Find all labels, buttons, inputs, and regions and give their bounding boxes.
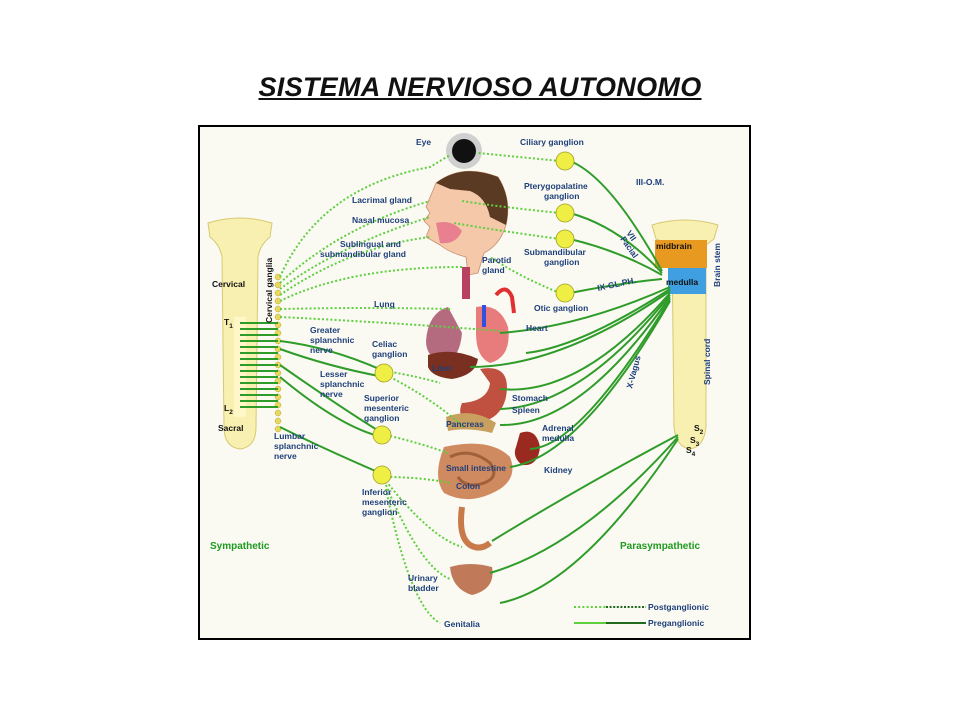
diagram-frame: Cervical T1 L2 Sacral Cervical ganglia m…	[198, 125, 751, 640]
label-sacral: Sacral	[218, 423, 244, 433]
label-lumbar-1: Lumbar	[274, 431, 306, 441]
label-heart: Heart	[526, 323, 548, 333]
celiac-ganglion	[374, 363, 394, 383]
label-urinary-1: Urinary	[408, 573, 438, 583]
label-infmes-1: Inferior	[362, 487, 392, 497]
label-stomach: Stomach	[512, 393, 548, 403]
label-greater-3: nerve	[310, 345, 333, 355]
label-kidney: Kidney	[544, 465, 573, 475]
nervous-system-diagram: Cervical T1 L2 Sacral Cervical ganglia m…	[207, 133, 722, 629]
label-s3: S3	[690, 435, 700, 448]
label-eye: Eye	[416, 137, 431, 147]
submandibular-ganglion-node	[555, 229, 575, 249]
otic-ganglion-node	[555, 283, 575, 303]
label-medulla: medulla	[666, 277, 698, 287]
label-ciliary-ganglion: Ciliary ganglion	[520, 137, 584, 147]
legend-postganglionic: Postganglionic	[648, 602, 709, 612]
label-greater-2: splanchnic	[310, 335, 355, 345]
slide-title: SISTEMA NERVIOSO AUTONOMO	[258, 72, 702, 102]
label-supmes-1: Superior	[364, 393, 400, 403]
label-celiac-1: Celiac	[372, 339, 397, 349]
label-pterygo-2: ganglion	[544, 191, 579, 201]
label-liver: Liver	[432, 363, 453, 373]
liver-stomach-illustration	[428, 351, 540, 466]
label-lesser-3: nerve	[320, 389, 343, 399]
label-brain-stem: Brain stem	[712, 243, 722, 287]
label-spleen: Spleen	[512, 405, 540, 415]
label-spinal-cord: Spinal cord	[702, 339, 712, 385]
label-cervical: Cervical	[212, 279, 245, 289]
eye-illustration	[446, 133, 482, 169]
lungs-heart-illustration	[426, 267, 516, 363]
head-illustration	[423, 170, 509, 276]
ciliary-ganglion-node	[555, 151, 575, 171]
inferior-mesenteric-ganglion	[372, 465, 392, 485]
label-small-intestine: Small intestine	[446, 463, 506, 473]
legend: Postganglionic Preganglionic	[574, 602, 709, 628]
sympathetic-chain	[274, 273, 282, 433]
label-celiac-2: ganglion	[372, 349, 407, 359]
label-cervical-ganglia: Cervical ganglia	[264, 258, 274, 323]
label-om: III-O.M.	[636, 177, 664, 187]
label-parotid-2: gland	[482, 265, 505, 275]
label-submand-2: ganglion	[544, 257, 579, 267]
pterygopalatine-ganglion-node	[555, 203, 575, 223]
label-adrenal-2: medulla	[542, 433, 574, 443]
label-adrenal-1: Adrenal	[542, 423, 574, 433]
label-s2: S2	[694, 423, 704, 436]
label-lumbar-2: splanchnic	[274, 441, 319, 451]
label-urinary-2: bladder	[408, 583, 439, 593]
superior-mesenteric-ganglion	[372, 425, 392, 445]
label-pancreas: Pancreas	[446, 419, 484, 429]
label-parasympathetic: Parasympathetic	[620, 541, 700, 552]
label-lumbar-3: nerve	[274, 451, 297, 461]
label-lesser-2: splanchnic	[320, 379, 365, 389]
sympathetic-fibers	[240, 154, 501, 624]
label-infmes-3: ganglion	[362, 507, 397, 517]
label-sympathetic: Sympathetic	[210, 541, 270, 552]
label-sublingual-1: Sublingual and	[340, 239, 401, 249]
label-colon: Colon	[456, 481, 480, 491]
label-vagus: X-Vagus	[624, 354, 642, 389]
bladder-illustration	[450, 564, 493, 595]
label-lung: Lung	[374, 299, 395, 309]
intestines-illustration	[438, 443, 513, 551]
label-infmes-2: mesenteric	[362, 497, 407, 507]
legend-preganglionic: Preganglionic	[648, 618, 704, 628]
label-midbrain: midbrain	[656, 241, 692, 251]
label-s4: S4	[686, 445, 696, 458]
label-otic-ganglion: Otic ganglion	[534, 303, 588, 313]
label-greater-1: Greater	[310, 325, 341, 335]
left-spinal-column	[207, 217, 273, 450]
label-supmes-2: mesenteric	[364, 403, 409, 413]
label-lesser-1: Lesser	[320, 369, 348, 379]
label-t1: T1	[224, 317, 233, 330]
right-spinal-column	[651, 219, 719, 450]
label-vii: VII	[624, 228, 638, 242]
label-sublingual-2: submandibular gland	[320, 249, 406, 259]
label-supmes-3: ganglion	[364, 413, 399, 423]
label-l2: L2	[224, 403, 233, 416]
label-genitalia: Genitalia	[444, 619, 480, 629]
label-ixgl: IX-GL.PH.	[596, 275, 636, 293]
label-nasal: Nasal mucosa	[352, 215, 409, 225]
parasympathetic-fibers	[453, 152, 679, 604]
label-parotid-1: Parotid	[482, 255, 511, 265]
label-pterygo-1: Pterygopalatine	[524, 181, 588, 191]
label-submand-1: Submandibular	[524, 247, 587, 257]
label-lacrimal: Lacrimal gland	[352, 195, 412, 205]
